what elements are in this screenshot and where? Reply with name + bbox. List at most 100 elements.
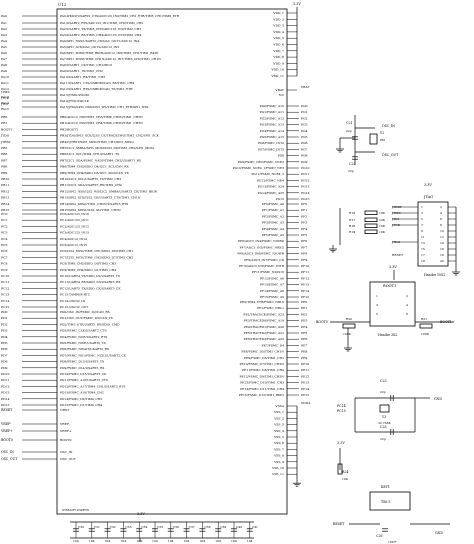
mcu-reference: U12: [58, 2, 67, 7]
decoupling-cap: [231, 528, 237, 532]
net-label: PE1: [301, 306, 307, 310]
pin-function: PD11/FSMC_A16/USART3_CTS: [60, 378, 108, 382]
component-ref: C22: [349, 162, 356, 166]
net-label: PA9: [1, 69, 7, 73]
pin-function: PE4/TRACED1/FSMC_A20: [244, 325, 284, 329]
net-label: PD10: [1, 372, 10, 376]
component-ref: C40: [236, 525, 242, 529]
pin-function: PF7/ADC3_IN5/FSMC_NREG: [240, 245, 285, 249]
decoupling-caps: 3.3VC30104C31104C32104C33104C34104C35104…: [70, 512, 258, 543]
pin-function: PA3/USART2_RX/TIM5_CH4/ADC123_IN3/TIM2_C…: [60, 33, 141, 37]
mcu-u12: U12STM32F103ZET6PA0-WKUP/USART2_CTS/ADC1…: [0, 2, 311, 515]
net-label: PG15: [301, 197, 310, 201]
net-label: PF2: [301, 214, 307, 218]
net-label: PC10: [1, 274, 9, 278]
pin-function: VSS_9: [273, 460, 284, 464]
pin-function: PG1/FSMC_A11: [260, 110, 284, 114]
pin-function: PD8/FSMC_D13/USART3_TX: [60, 360, 105, 364]
component-ref: C21: [346, 121, 353, 125]
pin-number: 6: [440, 217, 442, 221]
net-label: OSC_OUT: [1, 457, 18, 461]
pin-function: PE13/FSMC_D10/TIM1_CH3: [240, 381, 284, 385]
net-label: PA7: [1, 57, 7, 61]
pin-function: VDD_7: [272, 49, 284, 53]
component-ref: C31: [94, 525, 100, 529]
net-label: PD2: [1, 322, 8, 326]
pin-function: PF14/FSMC_A8: [260, 289, 284, 293]
pin-number: 3: [421, 211, 423, 215]
net-label: PD6: [1, 347, 8, 351]
pin-function: BOOT0: [60, 438, 71, 442]
pin-function: PA9/USART1_TX/TIM1_CH2: [60, 69, 103, 73]
reset-cap: [382, 528, 388, 532]
pin-function: PA4/SPI1_NSS/USART2_CK/DAC_OUT1/ADC12_IN…: [60, 39, 139, 43]
pin-function: PG5/FSMC_A15: [260, 135, 284, 139]
pin-function: PD12/FSMC_A17/TIM4_CH1/USART3_RTS: [60, 384, 125, 388]
net-label: GND: [435, 531, 443, 535]
net-label: GND: [434, 397, 442, 401]
reset-switch-body: [369, 491, 411, 511]
net-label: RESET: [392, 253, 404, 257]
net-label: OSC_OUT: [382, 153, 399, 157]
pin-function: PD10/FSMC_D15/USART3_CK: [60, 372, 107, 376]
component-value: 104: [105, 539, 111, 543]
component-ref: C36: [173, 525, 179, 529]
decoupling-cap: [199, 528, 206, 532]
pin-function: PA6/SPI1_MISO/TIM8_BKIN/ADC12_IN6/TIM3_C…: [60, 51, 159, 55]
net-label: PE0: [301, 300, 307, 304]
pin-function: PF3/FSMC_A3: [262, 221, 284, 225]
pin-function: VSS_11: [271, 472, 284, 476]
pin-function: PD3/FSMC_CLK/USART2_CTS: [60, 329, 107, 333]
pin-function: PD6/FSMC_NWAIT/USART2_RX: [60, 347, 110, 351]
net-label: PA2: [1, 27, 7, 31]
pin-function: PB7/I2C1_SDA/FSMC_NADV/TIM4_CH2/USART1_R…: [60, 158, 142, 162]
pin-function: VDD_1: [272, 11, 284, 15]
pin-function: PC8/TIM8_CH3/SDIO_D0/TIM3_CH3: [60, 262, 116, 266]
net-label: PE14: [301, 387, 309, 391]
pin-function: PA1/USART2_RTS/ADC123_IN1/TIM5_CH2/TIM2_…: [60, 21, 143, 25]
component-ref: Y2: [379, 131, 384, 135]
pin-function: PA15/JTDI/SPI3_NSS/I2S3_WS/TIM2_CH1_ETR/…: [60, 105, 148, 109]
component-ref: Y3: [381, 415, 386, 419]
pin-function: PC10/UART4_TX/SDIO_D2/USART3_TX: [60, 274, 121, 278]
pin-function: VBAT: [274, 88, 285, 92]
component-ref: C33: [125, 525, 131, 529]
pin-function: PG7/FSMC_INT3: [258, 147, 284, 151]
net-label: PB0: [1, 115, 7, 119]
net-label: PA6: [1, 51, 7, 55]
component-ref: C23: [380, 379, 387, 383]
pin-function: PA10/USART1_RX/TIM1_CH3: [60, 75, 105, 79]
net-label: PA5: [1, 45, 7, 49]
net-label: BOOT0: [1, 438, 13, 442]
pin-number: 15: [421, 247, 425, 251]
net-label: PF15: [301, 295, 309, 299]
jtag-pullup-resistor: [364, 223, 378, 228]
pin-function: PD9/FSMC_D14/USART3_RX: [60, 366, 105, 370]
pin-function: PE1/FSMC_NBL1: [257, 306, 284, 310]
net-label: PE2: [301, 312, 307, 316]
osc-ground: [336, 145, 344, 153]
supply-label: 3.3V: [137, 512, 145, 516]
pin-function: PD1/OSC_OUT/FSMC_D3/CAN_TX: [60, 316, 114, 320]
pin-function: PE15/FSMC_D12/TIM1_BKIN: [239, 393, 285, 397]
net-label: PG14: [301, 191, 310, 195]
net-label: PG5: [301, 135, 308, 139]
pin-function: OSC_IN: [60, 450, 73, 454]
component-ref: R20: [346, 317, 352, 321]
component-ref: C38: [204, 525, 210, 529]
pin-function: PB13/SPI2_SCK/I2S2_CK/USART3_CTS/TIM1_CH…: [60, 196, 141, 200]
pin-number: 8: [440, 223, 442, 227]
component-value: 22p: [380, 437, 386, 441]
pin-function: PC3/ADC123_IN13: [60, 231, 89, 235]
net-label: PE12: [301, 374, 309, 378]
pin-function: PC13-TAMPER-RTC: [60, 293, 91, 297]
component-ref: R21: [421, 317, 427, 321]
component-ref: R18: [349, 224, 355, 228]
net-label: PG1: [301, 110, 308, 114]
net-label: VDDA: [300, 401, 311, 405]
pin-number: 19: [421, 259, 425, 263]
net-label: PC15: [1, 305, 9, 309]
net-label: PE5: [301, 331, 307, 335]
